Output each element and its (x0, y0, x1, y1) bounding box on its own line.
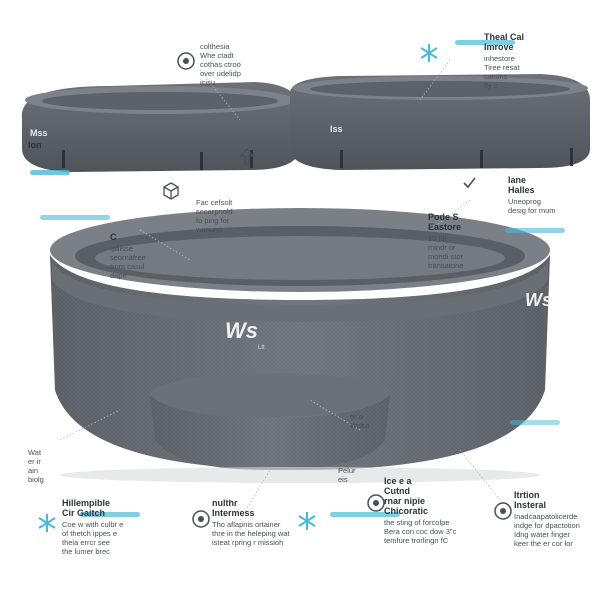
callout-title: Ice e a (384, 476, 412, 486)
callout-line: trom casul (110, 262, 145, 271)
callout-title: rnar nipie (384, 496, 426, 506)
pool-label: Ltt (258, 345, 265, 351)
callout-line: Ipllisse (110, 244, 133, 253)
callout-title: Theal Cal (484, 32, 525, 42)
callout-line: er ir (28, 457, 41, 466)
right-logo: Ws (525, 290, 552, 310)
callout-title: C (110, 232, 117, 242)
snowflake-icon (36, 512, 58, 534)
callout-title: Itrtion (514, 490, 540, 500)
gear-icon (492, 500, 514, 522)
callout-title: Insteral (514, 500, 547, 510)
callout-line: wonuno (196, 225, 223, 234)
callout-bottom-1: Hillempible Cir Gaitch Coe w with culbr … (62, 498, 172, 556)
callout-title: Imrove (484, 42, 514, 52)
gear-icon (190, 508, 212, 530)
arrow-up-icon (236, 146, 258, 168)
callout-line: fo ping for (196, 216, 230, 225)
callout-title: Chicoratic (384, 506, 429, 516)
callout-line: eis (338, 475, 348, 484)
callout-line: the lumer brec (62, 547, 110, 556)
snowflake-icon (418, 42, 440, 64)
snowflake-icon (296, 510, 318, 532)
callout-title: Ion (28, 140, 42, 150)
callout-line: secarpnold (196, 207, 233, 216)
callout-line: isteat rpring r missioh (212, 538, 284, 547)
callout-right-upper: Iane Halles Uneoprog desig for mum (508, 175, 593, 215)
top-left-logo: Mss (30, 128, 48, 138)
callout-line: transatone (428, 261, 464, 270)
callout-line: biolg (28, 475, 44, 484)
callout-line: Watut (350, 421, 370, 430)
callout-line: Tiree resat (484, 63, 520, 72)
callout-title: Cir Gaitch (62, 508, 106, 518)
callout-bottom-2: nulthr Intermess Tho aflapnis ortainer t… (212, 498, 327, 547)
box-icon (160, 180, 182, 202)
callout-bottom-4: Itrtion Insteral Inadcaapatolicerde indg… (514, 490, 598, 548)
callout-line: the sting of forcolpe (384, 518, 450, 527)
callout-line: Coe w with culbr e (62, 520, 124, 529)
callout-mid-center: Fac cefsolt secarpnold fo ping for wonun… (196, 196, 276, 234)
gear-icon (365, 492, 387, 514)
callout-lower-center-small: Pelur eis (338, 466, 356, 484)
callout-line: Bera con coc dow 3"c (384, 527, 457, 536)
callout-line: dape (110, 271, 127, 280)
callout-line: indge for dpactotion (514, 521, 580, 530)
callout-line: inhestore (484, 54, 515, 63)
check-icon (458, 172, 480, 194)
callout-line: fly c (484, 81, 498, 90)
callout-line: Wat (28, 448, 42, 457)
callout-line: ain (28, 466, 39, 475)
callout-title: Halles (508, 185, 535, 195)
callout-line: 13 hle (428, 234, 449, 243)
callout-line: Whe ctadt (200, 51, 234, 60)
callout-left-low: Wat er ir ain biolg (28, 448, 44, 484)
callout-line: Pelur (338, 466, 356, 475)
callout-line: colthesia (200, 42, 230, 51)
callout-line: thre in the heleping wat (212, 529, 290, 538)
callout-title: Eastore (428, 222, 462, 232)
callout-line: Tho aflapnis ortainer (212, 520, 281, 529)
callout-mid-left: C Ipllisse seornafree trom casul dape (110, 232, 180, 280)
callout-line: Fac cefsolt (196, 198, 233, 207)
callout-title: Cutnd (384, 486, 410, 496)
callout-line: satsins (484, 72, 508, 81)
callout-line: temfure trorlingn fC (384, 536, 449, 545)
callout-line: mondi stor (428, 252, 464, 261)
callout-title: Pode S (428, 212, 459, 222)
callout-left-upper: Ion (28, 140, 68, 150)
gear-icon (175, 50, 197, 72)
callout-line: Idng water finger (514, 530, 570, 539)
callout-center-small: er o Watut (350, 412, 369, 430)
callout-line: of thetch ippes e (62, 529, 118, 538)
callout-title: Intermess (212, 508, 255, 518)
callout-line: theia errcr see (62, 538, 110, 547)
callout-line: over udelidp (200, 69, 241, 78)
callout-title: Hillempible (62, 498, 111, 508)
callout-line: icisu (200, 78, 216, 87)
top-right-logo: Iss (330, 124, 343, 134)
callout-line: keer the er cor lor (514, 539, 573, 548)
callout-bottom-3: Ice e a Cutnd rnar nipie Chicoratic the … (384, 476, 484, 545)
callout-top-right: Theal Cal Imrove inhestore Tiree resat s… (484, 32, 574, 90)
callout-line: seornafree (110, 253, 146, 262)
callout-line: mindr or (428, 243, 456, 252)
callout-line: Inadcaapatolicerde (514, 512, 578, 521)
center-logo: Ws (225, 318, 258, 343)
callout-top-center: colthesia Whe ctadt cothas ctroo over ud… (200, 40, 270, 87)
callout-line: er o (350, 412, 363, 421)
callout-line: cothas ctroo (200, 60, 241, 69)
callout-title: nulthr (212, 498, 238, 508)
callout-line: desig for mum (508, 206, 556, 215)
callout-title: Iane (508, 175, 527, 185)
callout-line: Uneoprog (508, 197, 541, 206)
callout-right-mid: Pode S Eastore 13 hle mindr or mondi sto… (428, 212, 503, 270)
